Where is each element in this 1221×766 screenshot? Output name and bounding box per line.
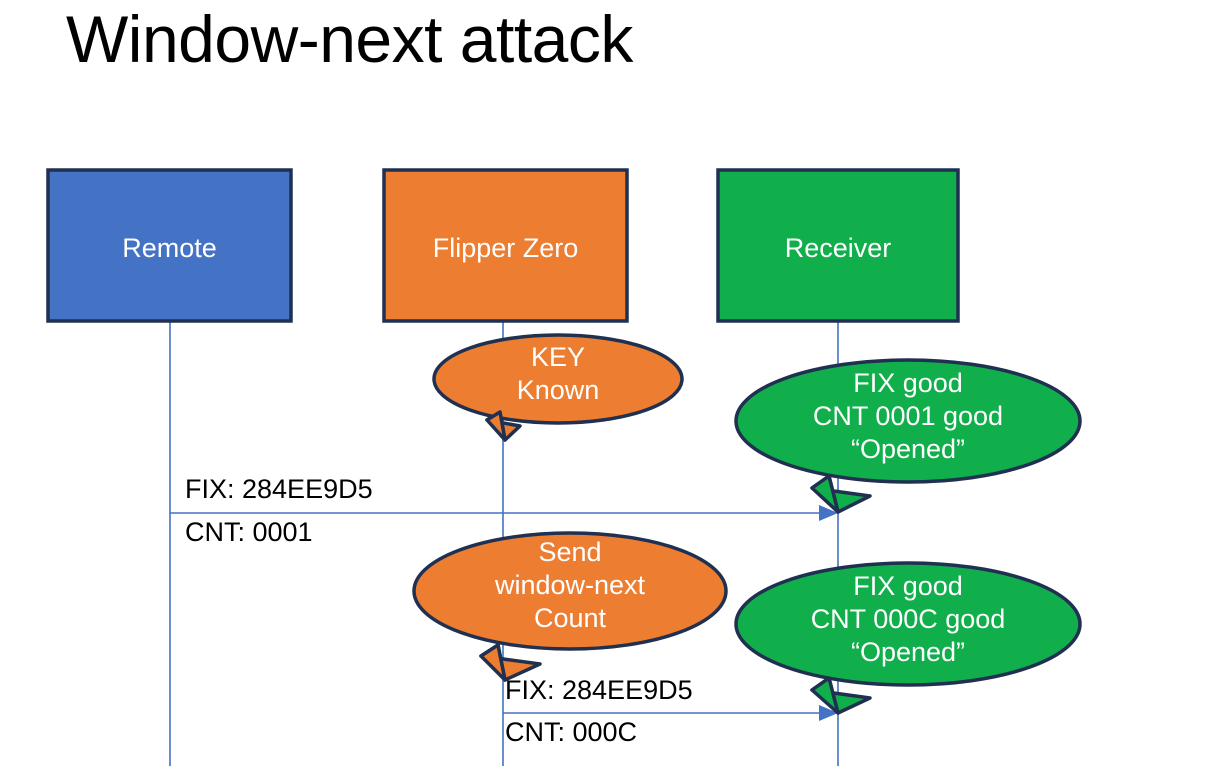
message-arrow-2-head	[819, 705, 838, 721]
speech-bubble-receiver-ack-2[interactable]	[734, 561, 1082, 715]
actor-box-remote[interactable]	[46, 168, 293, 323]
speech-bubble-key-known[interactable]	[432, 333, 684, 442]
page-title: Window-next attack	[66, 2, 633, 76]
actor-box-flipper[interactable]	[382, 168, 629, 323]
speech-bubble-receiver-ack-1[interactable]	[734, 358, 1082, 514]
actor-box-receiver[interactable]	[716, 168, 960, 323]
speech-bubble-send-window-next[interactable]	[412, 531, 728, 682]
message-arrow-1-head	[819, 505, 838, 521]
